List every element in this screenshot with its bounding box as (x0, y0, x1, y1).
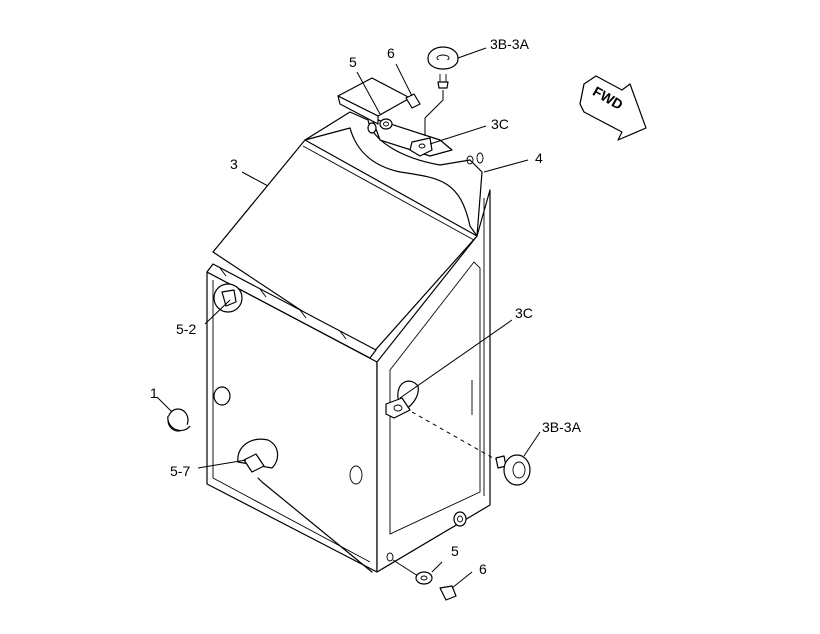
bottom-right-stud (453, 511, 467, 527)
callout-3: 3 (230, 156, 238, 172)
bottom-washer-hole (420, 575, 428, 581)
top-bracket-screw (367, 122, 377, 134)
leader-4 (483, 159, 529, 173)
housing-right-inner-panel (389, 261, 481, 535)
callout-3b3a-top: 3B-3A (490, 36, 530, 52)
top-latch-receptacle (409, 137, 433, 157)
top-latch-hole (418, 143, 426, 149)
fwd-direction-arrow: FWD (579, 75, 647, 141)
bottom-stud-center (457, 515, 463, 523)
housing-body (206, 189, 491, 573)
left-panel-knob-hole (213, 386, 231, 406)
bracket-hole (466, 155, 474, 165)
left-panel-hole (349, 465, 363, 485)
leader-6-bottom (451, 571, 473, 589)
cover-hinge (206, 263, 377, 359)
left-lower-clip (243, 453, 265, 473)
top-fasteners (367, 93, 421, 134)
top-knob-skirt (427, 59, 459, 70)
leader-3b3a-top (457, 47, 487, 59)
top-knob-install-path (424, 90, 444, 136)
right-knob-install-path (411, 411, 501, 463)
hinge-knuckle (299, 309, 307, 319)
top-washer (379, 118, 393, 130)
top-angle-plate (337, 77, 411, 125)
left-knob-skirt (167, 415, 191, 431)
bottom-washer (415, 571, 433, 585)
fwd-arrow-bevel (579, 83, 585, 113)
callout-5-2: 5-2 (176, 321, 196, 337)
hinge-knuckle (219, 267, 227, 277)
right-latch-assembly (385, 380, 531, 486)
cover-ridge-line (302, 145, 475, 241)
bottom-stud (453, 511, 467, 527)
left-knob-assembly (167, 386, 231, 432)
right-knob-center (512, 461, 526, 479)
leader-3b3a-right (523, 431, 541, 457)
left-upper-fastener (213, 283, 243, 313)
callout-5-top: 5 (349, 54, 357, 70)
housing-bottom-edge (257, 477, 373, 573)
leader-3c-mid (399, 319, 513, 399)
callout-3c-top: 3C (491, 116, 509, 132)
leader-5-2 (204, 299, 231, 325)
leader-3c-top (429, 125, 487, 145)
leader-5-top (356, 71, 381, 115)
hinge-knuckle (339, 330, 347, 340)
callout-3b3a-right: 3B-3A (542, 419, 582, 435)
right-latch-hole (393, 404, 403, 412)
leader-5-bottom (431, 561, 443, 573)
bracket-stud (476, 152, 484, 164)
callout-5-7: 5-7 (170, 463, 190, 479)
callout-6-top: 6 (387, 45, 395, 61)
angle-plate-edge (337, 95, 379, 125)
right-knob (503, 454, 531, 486)
callout-6-bottom: 6 (479, 561, 487, 577)
leader-6-top (395, 63, 413, 97)
bottom-mount-hole (386, 552, 394, 562)
leader-5-7 (197, 459, 247, 469)
callout-3c-mid: 3C (515, 305, 533, 321)
left-upper-clip (221, 289, 237, 307)
bottom-fastener-path (392, 559, 419, 577)
cover (206, 139, 478, 359)
callout-1: 1 (150, 385, 158, 401)
right-latch-receptacle (385, 397, 411, 419)
top-washer-hole (383, 121, 389, 127)
housing-right-panel (376, 189, 491, 573)
callout-4: 4 (535, 150, 543, 166)
callout-labels: 1 3 4 5 6 3B-3A 3C 3C 3B-3A 5-2 5-7 5 6 (150, 36, 582, 577)
top-bolt-head (405, 93, 421, 109)
housing-left-inner-edge (212, 280, 371, 563)
hinge-knuckle (259, 288, 267, 298)
bottom-bolt (439, 585, 457, 601)
leader-1 (156, 396, 173, 413)
angle-plate-top (337, 77, 411, 117)
bracket-arm (304, 111, 483, 237)
left-lower-latch (237, 438, 279, 473)
top-knob-assembly (409, 46, 459, 157)
callout-5-bottom: 5 (451, 543, 459, 559)
top-knob-stud (437, 81, 449, 89)
leader-lines (156, 47, 541, 589)
bottom-fasteners (386, 552, 457, 601)
leader-3 (241, 171, 269, 187)
